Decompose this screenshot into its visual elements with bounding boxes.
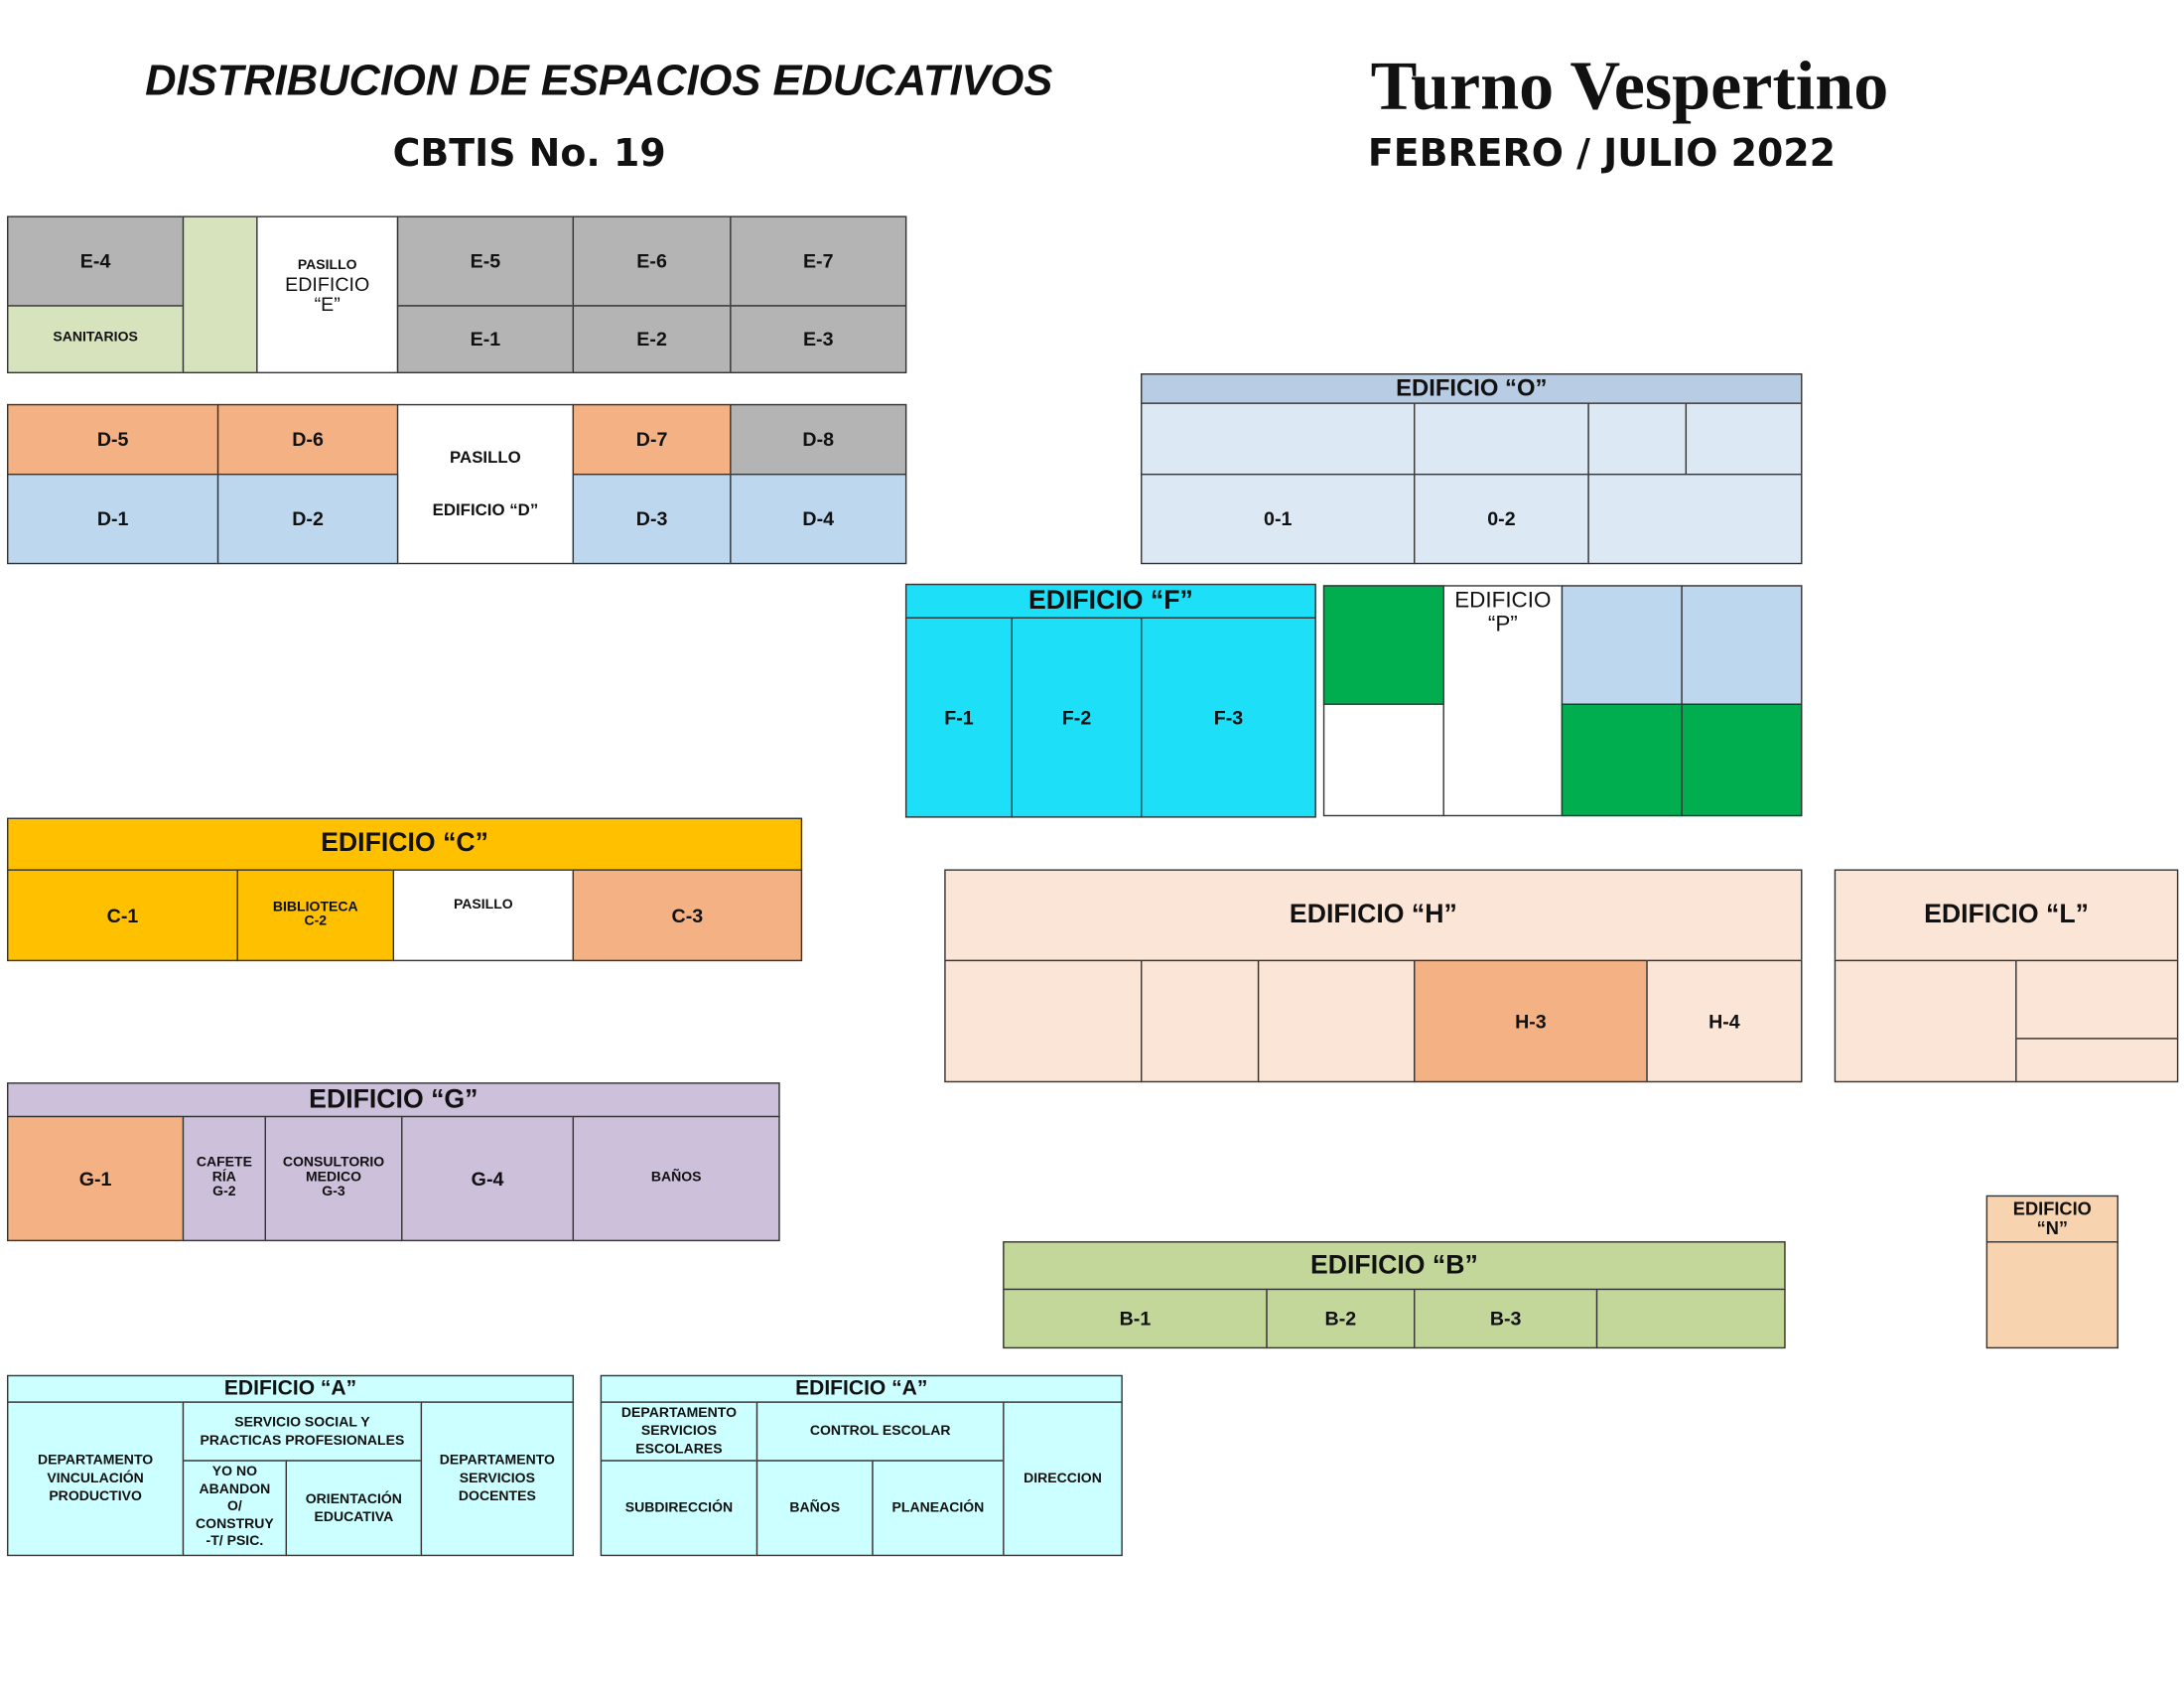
edificio-f-header: EDIFICIO “F” [904, 583, 1316, 619]
banos-a: BAÑOS [755, 1460, 874, 1557]
room-d7: D-7 [572, 403, 732, 476]
room-e3: E-3 [730, 305, 907, 374]
room-o-e [1587, 474, 1803, 565]
edificio-b-header: EDIFICIO “B” [1003, 1241, 1786, 1291]
white-area-p [1322, 703, 1444, 817]
pasillo-c: PASILLO [392, 869, 575, 962]
room-o1: 0-1 [1141, 474, 1416, 565]
room-d4: D-4 [730, 474, 907, 565]
blue-area-p2 [1681, 585, 1803, 705]
room-l-c [2015, 1038, 2179, 1083]
edificio-c-header: EDIFICIO “C” [7, 817, 803, 871]
green-area-e [182, 215, 258, 374]
depto-servicios-escolares: DEPARTAMENTO SERVICIOS ESCOLARES [600, 1401, 758, 1462]
room-l-a [1834, 959, 2017, 1083]
room-h-c [1257, 959, 1416, 1083]
banos-g: BAÑOS [572, 1115, 780, 1242]
planeacion: PLANEACIÓN [872, 1460, 1005, 1557]
green-area-p2 [1561, 703, 1683, 817]
room-c3: C-3 [572, 869, 803, 962]
room-d6: D-6 [216, 403, 399, 476]
edificio-a1-header: EDIFICIO “A” [7, 1374, 575, 1403]
room-b3: B-3 [1414, 1288, 1598, 1349]
room-o-d [1685, 402, 1803, 476]
edificio-l-header: EDIFICIO “L” [1834, 869, 2179, 962]
room-d5: D-5 [7, 403, 219, 476]
edificio-p-label: EDIFICIO “P” [1442, 585, 1564, 817]
edificio-g-header: EDIFICIO “G” [7, 1082, 780, 1118]
room-f3: F-3 [1141, 617, 1316, 818]
room-e4: E-4 [7, 215, 185, 307]
room-o-c [1587, 402, 1688, 476]
edificio-o-header: EDIFICIO “O” [1141, 373, 1803, 404]
orientacion-educativa: ORIENTACIÓN EDUCATIVA [285, 1460, 423, 1557]
room-g1: G-1 [7, 1115, 185, 1242]
control-escolar: CONTROL ESCOLAR [755, 1401, 1005, 1462]
room-f2: F-2 [1011, 617, 1143, 818]
pasillo-label: PASILLO [297, 257, 357, 273]
room-d3: D-3 [572, 474, 732, 565]
pasillo-e: PASILLO EDIFICIO “E” [256, 215, 399, 374]
room-d1: D-1 [7, 474, 219, 565]
room-o-a [1141, 402, 1416, 476]
sanitarios: SANITARIOS [7, 305, 185, 374]
edificio-e-label: EDIFICIO “E” [285, 272, 370, 316]
consultorio-g3: CONSULTORIO MEDICO G-3 [264, 1115, 403, 1242]
cafeteria-g2: CAFETE RÍA G-2 [182, 1115, 266, 1242]
page-title: DISTRIBUCION DE ESPACIOS EDUCATIVOS [145, 56, 1053, 105]
depto-servicios-docentes: DEPARTAMENTO SERVICIOS DOCENTES [420, 1401, 575, 1557]
room-e2: E-2 [572, 305, 732, 374]
biblioteca-c2: BIBLIOTECA C-2 [236, 869, 395, 962]
edificio-h-header: EDIFICIO “H” [944, 869, 1803, 962]
servicio-social: SERVICIO SOCIAL Y PRACTICAS PROFESIONALE… [182, 1401, 423, 1462]
depto-vinculacion: DEPARTAMENTO VINCULACIÓN PRODUCTIVO [7, 1401, 185, 1557]
room-g4: G-4 [401, 1115, 575, 1242]
green-area-p1 [1322, 585, 1444, 705]
direccion: DIRECCION [1003, 1401, 1123, 1557]
room-o-b [1414, 402, 1589, 476]
room-b2: B-2 [1266, 1288, 1416, 1349]
shift-title: Turno Vespertino [1370, 46, 1889, 124]
room-e7: E-7 [730, 215, 907, 307]
pasillo-d: PASILLO EDIFICIO “D” [396, 403, 575, 565]
room-d2: D-2 [216, 474, 399, 565]
room-e6: E-6 [572, 215, 732, 307]
subdireccion: SUBDIRECCIÓN [600, 1460, 758, 1557]
yo-no-abandono: YO NO ABANDON O/ CONSTRUY -T/ PSIC. [182, 1460, 288, 1557]
room-h-a [944, 959, 1143, 1083]
room-c1: C-1 [7, 869, 238, 962]
green-area-p3 [1681, 703, 1803, 817]
room-h-b [1141, 959, 1260, 1083]
room-f1: F-1 [904, 617, 1013, 818]
room-n [1985, 1241, 2118, 1349]
room-h4: H-4 [1646, 959, 1803, 1083]
edificio-a2-header: EDIFICIO “A” [600, 1374, 1123, 1403]
room-l-b [2015, 959, 2179, 1040]
room-b-empty [1595, 1288, 1786, 1349]
room-b1: B-1 [1003, 1288, 1268, 1349]
room-h3: H-3 [1414, 959, 1648, 1083]
room-o2: 0-2 [1414, 474, 1589, 565]
period: FEBRERO / JULIO 2022 [1367, 132, 1837, 176]
edificio-n-header: EDIFICIO “N” [1985, 1195, 2118, 1243]
room-d8: D-8 [730, 403, 907, 476]
blue-area-p1 [1561, 585, 1683, 705]
school-name: CBTIS No. 19 [392, 132, 666, 176]
room-e5: E-5 [396, 215, 575, 307]
room-e1: E-1 [396, 305, 575, 374]
